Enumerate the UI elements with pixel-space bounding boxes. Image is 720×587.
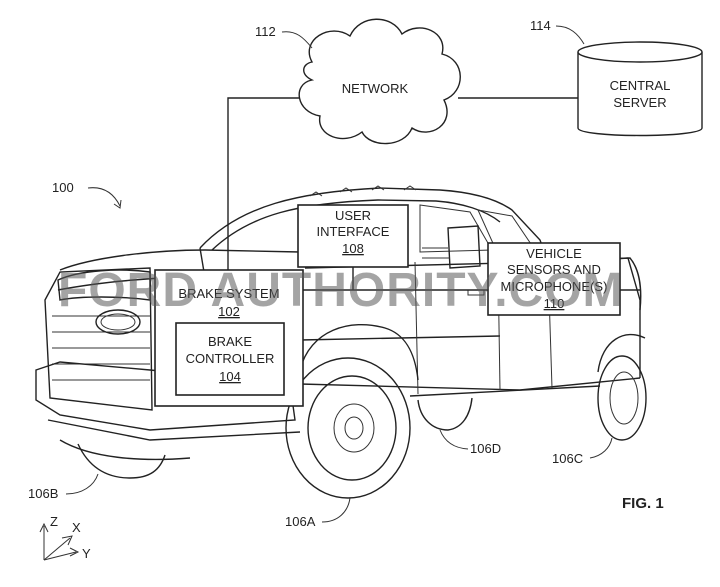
user-interface-ref: 108: [342, 241, 364, 256]
ref-112-leader: [282, 32, 312, 48]
ref-106b: 106B: [28, 486, 58, 501]
ref-114-leader: [556, 26, 584, 44]
user-interface-line2: INTERFACE: [317, 224, 390, 239]
brake-controller-line2: CONTROLLER: [186, 351, 275, 366]
axis-y-label: Y: [82, 546, 91, 561]
ref-100: 100: [52, 180, 74, 195]
user-interface-line1: USER: [335, 208, 371, 223]
ref-100-leader: [88, 188, 120, 206]
axis-z-label: Z: [50, 514, 58, 529]
network-label: NETWORK: [342, 81, 409, 96]
watermark-text: FORD AUTHORITY.COM: [58, 264, 624, 317]
ref-106b-leader: [66, 474, 98, 494]
ref-106d: 106D: [470, 441, 501, 456]
vehicle-sensors-line1: VEHICLE: [526, 246, 582, 261]
brake-controller-ref: 104: [219, 369, 241, 384]
brake-controller-line1: BRAKE: [208, 334, 252, 349]
axis-x-label: X: [72, 520, 81, 535]
central-server-line1: CENTRAL: [610, 78, 671, 93]
ref-106a-leader: [322, 498, 350, 522]
ref-106c: 106C: [552, 451, 583, 466]
central-server-line2: SERVER: [613, 95, 666, 110]
ref-106d-leader: [440, 430, 468, 449]
ref-112: 112: [255, 24, 276, 39]
ref-106a: 106A: [285, 514, 316, 529]
figure-label: FIG. 1: [622, 495, 664, 512]
ref-106c-leader: [590, 438, 612, 458]
ref-114: 114: [530, 18, 551, 33]
